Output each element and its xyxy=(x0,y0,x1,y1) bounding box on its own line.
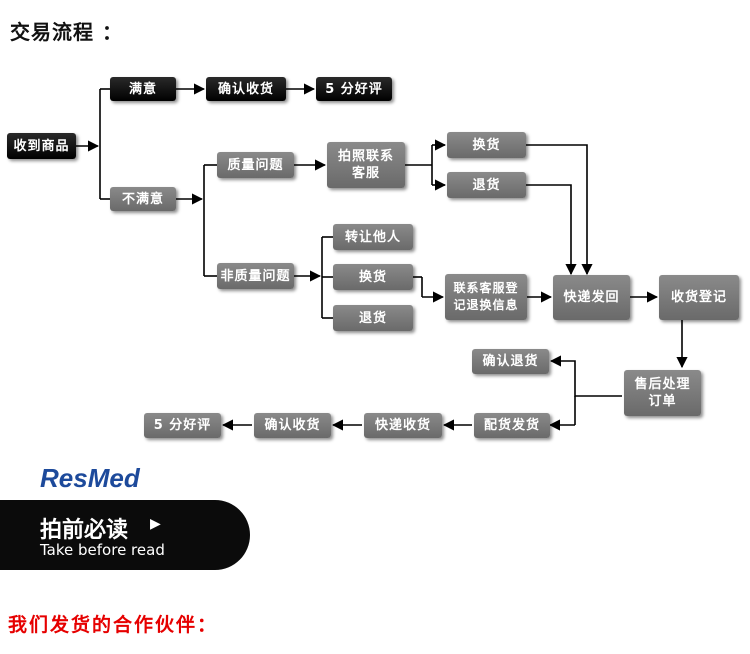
connector xyxy=(526,184,577,276)
banner-title-cn: 拍前必读 xyxy=(40,518,129,543)
node-photo-contact-line1: 拍照联系 xyxy=(337,149,394,164)
node-after-sales-line1: 售后处理 xyxy=(634,377,691,392)
node-photo-contact-line2: 客服 xyxy=(351,166,380,181)
node-unsatisfied: 不满意 xyxy=(110,187,176,211)
node-satisfied: 满意 xyxy=(110,77,176,101)
node-after-sales: 售后处理 订单 xyxy=(624,370,701,416)
node-receipt-register: 收货登记 xyxy=(659,275,739,320)
resmed-logo: ResMed xyxy=(40,463,140,493)
node-after-sales-line2: 订单 xyxy=(648,394,677,409)
node-ship-goods: 配货发货 xyxy=(474,413,550,438)
connector xyxy=(526,144,593,276)
node-return-b: 退货 xyxy=(333,305,413,331)
take-before-read-banner xyxy=(0,500,250,570)
node-non-quality-issue: 非质量问题 xyxy=(217,263,294,289)
node-return-a: 退货 xyxy=(447,172,526,198)
banner-title-en: Take before read xyxy=(40,541,165,559)
node-exchange-a: 换货 xyxy=(447,132,526,158)
node-exchange-b: 换货 xyxy=(333,264,413,290)
node-five-star-top: 5 分好评 xyxy=(316,77,392,101)
node-received: 收到商品 xyxy=(7,133,76,159)
node-express-receive: 快递收货 xyxy=(364,413,442,438)
node-express-back: 快递发回 xyxy=(553,275,630,320)
node-confirm-return: 确认退货 xyxy=(472,349,549,374)
node-quality-issue: 质量问题 xyxy=(217,152,294,178)
node-confirm-receipt-bottom: 确认收货 xyxy=(254,413,331,438)
node-five-star-bottom: 5 分好评 xyxy=(144,413,221,438)
partners-heading: 我们发货的合作伙伴： xyxy=(8,614,219,636)
node-photo-contact: 拍照联系 客服 xyxy=(327,142,405,188)
page-title: 交易流程 ： xyxy=(10,20,123,44)
connector xyxy=(549,355,622,397)
node-contact-register-line2: 记退换信息 xyxy=(453,298,519,312)
flow-connectors xyxy=(76,83,688,431)
play-arrow-icon: ▶ xyxy=(150,516,161,532)
node-contact-register-line1: 联系客服登 xyxy=(453,281,519,295)
node-confirm-receipt-top: 确认收货 xyxy=(206,77,286,101)
node-contact-register: 联系客服登 记退换信息 xyxy=(445,274,527,320)
node-transfer: 转让他人 xyxy=(333,224,413,250)
